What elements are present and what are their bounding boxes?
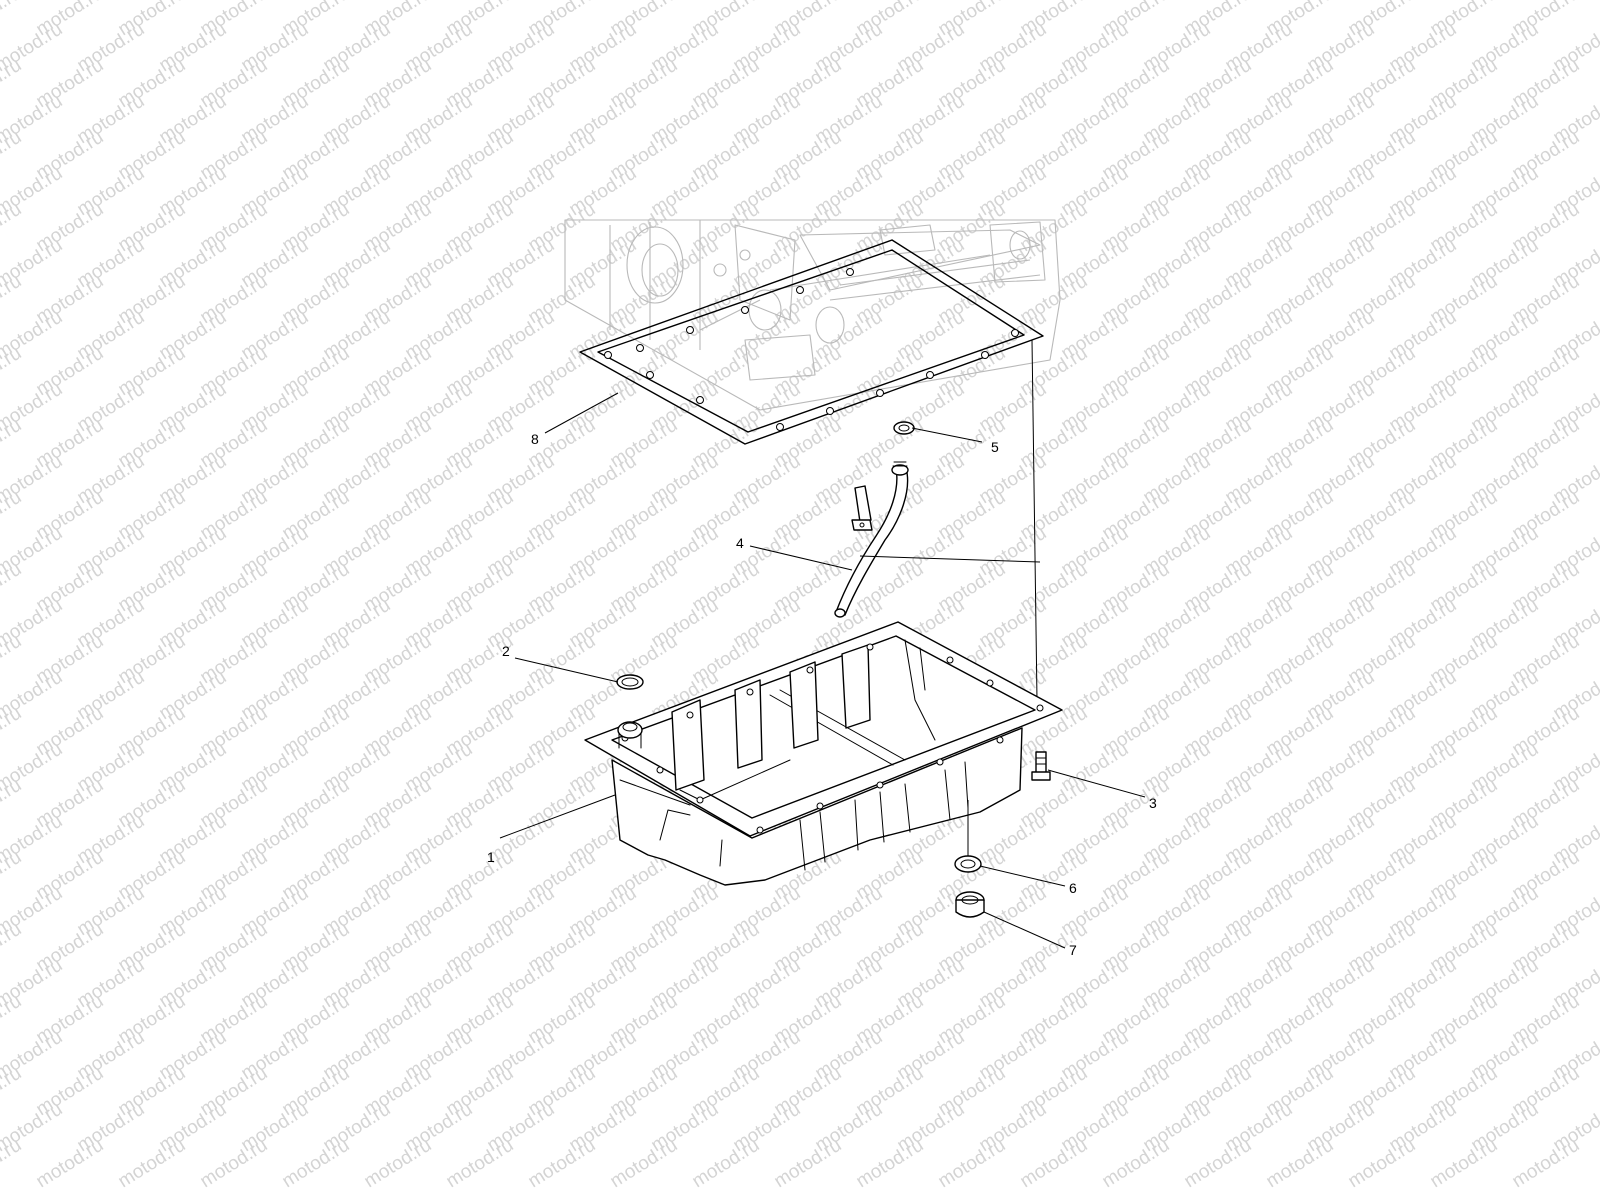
callout-leaders (499, 392, 1146, 949)
watermark-text: motod.ru (443, 1135, 518, 1193)
watermark-text: motod.ru (935, 1135, 1010, 1193)
callout-8: 8 (531, 431, 539, 447)
gasket-bolt-holes (604, 268, 1019, 431)
watermark-text: motod.ru (1427, 1135, 1502, 1193)
callout-4: 4 (736, 535, 744, 551)
watermark-text: motod.ru (1345, 1135, 1420, 1193)
watermark-text: motod.ru (115, 1135, 190, 1193)
watermark-text: motod.ru (1099, 1135, 1174, 1193)
part-4-oil-suction-pipe (834, 461, 909, 618)
watermark-text: motod.ru (1017, 1135, 1092, 1193)
watermark-text: motod.ru (1181, 1135, 1256, 1193)
assembly-lines (859, 339, 1041, 701)
watermark-text: motod.ru (689, 1135, 764, 1193)
watermark-text: motod.ru (853, 1135, 928, 1193)
watermark-text: motod.ru (197, 1135, 272, 1193)
callout-1: 1 (487, 849, 495, 865)
part-7-drain-plug (955, 891, 985, 918)
callout-7: 7 (1069, 942, 1077, 958)
callout-5: 5 (991, 439, 999, 455)
pan-flange-bolt-holes (621, 643, 1044, 834)
watermark-text: motod.ru (607, 1135, 682, 1193)
watermark-text: motod.ru (361, 1135, 436, 1193)
watermark-text: motod.ru (1509, 1135, 1584, 1193)
callout-labels: 8 5 4 2 3 1 6 7 (487, 431, 1157, 958)
part-1-oil-pan (584, 621, 1063, 886)
part-8-oil-pan-gasket (579, 239, 1044, 445)
engine-block-ghost (564, 219, 1061, 411)
watermark-text: motod.ru (0, 0, 25, 40)
part-6-drain-plug-washer (954, 800, 982, 873)
watermark-text: motod.ru (771, 1135, 846, 1193)
watermark-text: motod.ru (279, 1135, 354, 1193)
part-5-sealing-ring (893, 421, 915, 435)
watermark-text: motod.ru (33, 1135, 108, 1193)
part-2-filler-o-ring (616, 674, 644, 690)
callout-6: 6 (1069, 880, 1077, 896)
callout-2: 2 (502, 643, 510, 659)
callout-3: 3 (1149, 795, 1157, 811)
watermark-text: motod.ru (1263, 1135, 1338, 1193)
part-3-flange-bolt (1031, 751, 1051, 781)
watermark-text: motod.ru (525, 1135, 600, 1193)
